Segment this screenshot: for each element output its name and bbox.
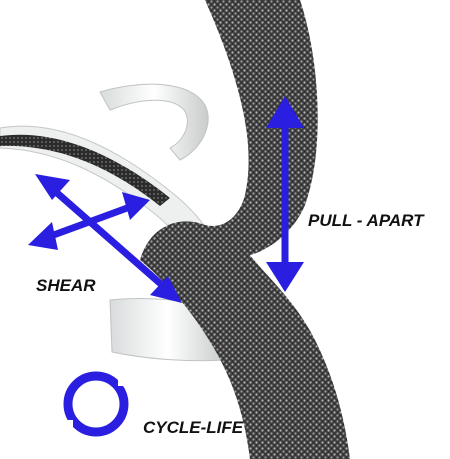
hook-tape-edge: [0, 134, 170, 206]
shear-label: SHEAR: [36, 276, 96, 295]
cycle-life-label: CYCLE-LIFE: [143, 418, 244, 437]
backing-curl-top: [99, 83, 209, 161]
crossed-double-arrows-icon: [28, 174, 182, 303]
pull-apart-label: PULL - APART: [308, 211, 425, 230]
loop-tape: [140, 0, 350, 459]
double-arrow-vertical-icon: [266, 96, 304, 292]
circular-arrows-icon: [63, 371, 129, 437]
